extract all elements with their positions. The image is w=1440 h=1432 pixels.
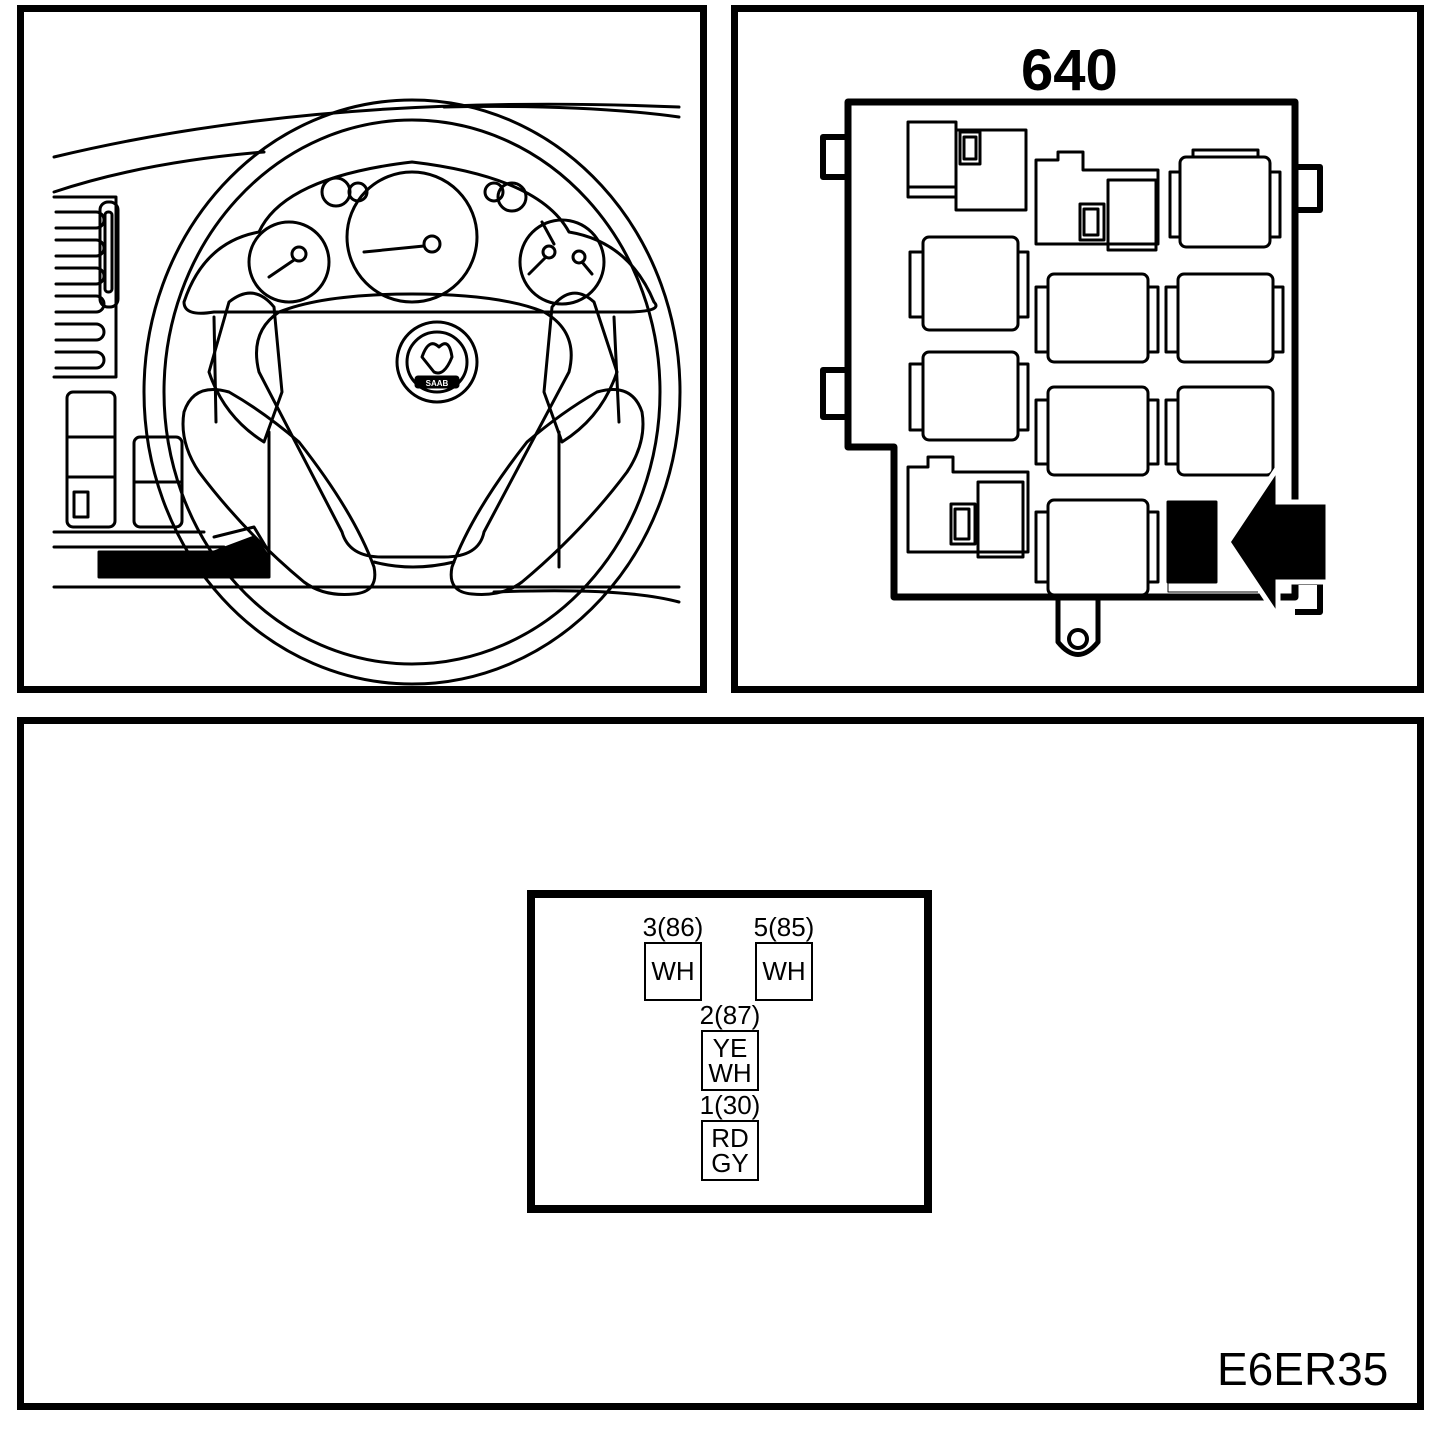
steering-wheel-panel: SAAB (17, 5, 707, 693)
pin-wire-color: YE WH (701, 1030, 759, 1091)
wire-color-code: WH (708, 1057, 752, 1088)
fusebox-number: 640 (1021, 38, 1118, 103)
pin-label: 2(87) (699, 1000, 761, 1030)
relay-box-illustration (820, 98, 1331, 657)
location-arrow-icon (1224, 458, 1331, 626)
wire-color-code: GY (711, 1147, 749, 1178)
fusebox-panel: 640 (731, 5, 1424, 693)
pin-wire-color: WH (755, 942, 813, 1001)
pin-wire-color: WH (644, 942, 702, 1001)
connector-panel: 3(86) WH 5(85) WH 2(87) YE WH 1(30) RD G… (17, 717, 1424, 1410)
pin-label: 1(30) (699, 1090, 761, 1120)
wire-color-code: RD (711, 1122, 749, 1153)
wire-color-code: WH (651, 956, 695, 986)
steering-wheel-illustration: SAAB (52, 98, 682, 686)
saab-logo-text: SAAB (426, 379, 449, 388)
wire-color-code: WH (762, 956, 806, 986)
air-vent-left (52, 195, 120, 379)
pin-label: 5(85) (753, 912, 815, 942)
figure-code: E6ER35 (1217, 1343, 1389, 1395)
pin-wire-color: RD GY (701, 1120, 759, 1181)
pin-label: 3(86) (642, 912, 704, 942)
wire-color-code: YE (712, 1032, 748, 1063)
